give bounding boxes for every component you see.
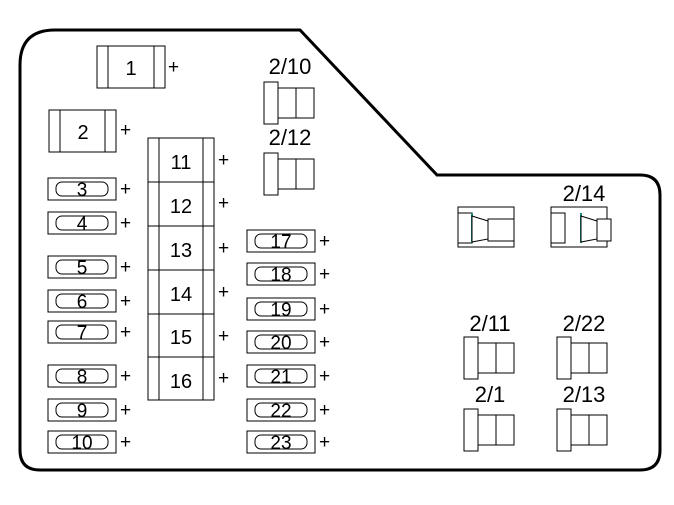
- plus-sign: +: [319, 299, 330, 320]
- fuse-block-11-16: [147, 137, 215, 401]
- large-fuse-2: 2 +: [48, 109, 131, 153]
- plus-sign: +: [319, 332, 330, 353]
- mini-fuse-9: 9 +: [47, 398, 131, 422]
- plus-sign: +: [319, 366, 330, 387]
- connector-2-14: [550, 206, 612, 248]
- mini-fuse-20: 20 +: [246, 330, 330, 354]
- relay-2-10-label: 2/10: [269, 54, 312, 79]
- relay-2-1-label: 2/1: [475, 382, 506, 407]
- plus-sign: +: [218, 326, 229, 347]
- mini-fuse-18-label: 18: [270, 265, 291, 286]
- plus-sign: +: [218, 282, 229, 303]
- plus-sign: +: [120, 213, 131, 234]
- relay-2-11-label: 2/11: [469, 311, 510, 336]
- mini-fuse-18: 18 +: [246, 262, 330, 286]
- plus-sign: +: [319, 264, 330, 285]
- fuse-box-outline: [18, 28, 662, 472]
- mini-fuse-19: 19 +: [246, 297, 330, 321]
- large-fuse-1-label: 1: [125, 58, 136, 80]
- block-fuse-16-label: 16: [170, 371, 192, 393]
- mini-fuse-23: 23 +: [246, 430, 330, 454]
- mini-fuse-5-label: 5: [77, 258, 88, 279]
- plus-sign: +: [120, 179, 131, 200]
- large-fuse-2-label: 2: [77, 122, 88, 144]
- plus-sign: +: [168, 57, 179, 78]
- plus-sign: +: [218, 150, 229, 171]
- relay-2-14-label: 2/14: [563, 181, 606, 206]
- mini-fuse-7-label: 7: [77, 323, 88, 344]
- plus-sign: +: [120, 257, 131, 278]
- mini-fuse-21-label: 21: [270, 367, 291, 388]
- mini-fuse-5: 5 +: [47, 255, 131, 279]
- mini-fuse-8: 8 +: [47, 364, 131, 388]
- relay-2-12: [263, 152, 315, 196]
- relay-2-13: [556, 408, 608, 452]
- block-fuse-12-label: 12: [170, 196, 192, 218]
- block-fuse-14-label: 14: [170, 284, 192, 306]
- block-fuse-13-label: 13: [170, 240, 192, 262]
- mini-fuse-22: 22 +: [246, 398, 330, 422]
- relay-2-1: [463, 408, 515, 452]
- relay-2-22: [556, 336, 608, 380]
- relay-2-10: [263, 81, 315, 125]
- relay-2-12-label: 2/12: [269, 125, 312, 150]
- large-fuse-1: 1 +: [96, 45, 179, 89]
- plus-sign: +: [218, 238, 229, 259]
- plus-sign: +: [319, 432, 330, 453]
- relay-2-13-label: 2/13: [563, 382, 606, 407]
- block-fuse-15-label: 15: [170, 327, 192, 349]
- connector-left: [457, 206, 515, 248]
- mini-fuse-10-label: 10: [71, 433, 92, 454]
- mini-fuse-7: 7 +: [47, 320, 131, 344]
- plus-sign: +: [319, 231, 330, 252]
- mini-fuse-23-label: 23: [270, 433, 291, 454]
- mini-fuse-21: 21 +: [246, 364, 330, 388]
- plus-sign: +: [120, 291, 131, 312]
- mini-fuse-9-label: 9: [77, 401, 88, 422]
- mini-fuse-4-label: 4: [77, 214, 88, 235]
- plus-sign: +: [218, 193, 229, 214]
- plus-sign: +: [120, 120, 131, 141]
- plus-sign: +: [120, 432, 131, 453]
- plus-sign: +: [218, 368, 229, 389]
- relay-2-11: [463, 336, 515, 380]
- mini-fuse-20-label: 20: [270, 333, 291, 354]
- relay-2-22-label: 2/22: [563, 311, 606, 336]
- mini-fuse-6: 6 +: [47, 289, 131, 313]
- block-fuse-11-label: 11: [171, 152, 192, 174]
- mini-fuse-17: 17 +: [246, 229, 330, 253]
- mini-fuse-6-label: 6: [77, 292, 88, 313]
- plus-sign: +: [319, 400, 330, 421]
- mini-fuse-4: 4 +: [47, 211, 131, 235]
- plus-sign: +: [120, 366, 131, 387]
- mini-fuse-19-label: 19: [270, 300, 291, 321]
- mini-fuse-10: 10 +: [47, 430, 131, 454]
- mini-fuse-17-label: 17: [270, 232, 291, 253]
- plus-sign: +: [120, 400, 131, 421]
- mini-fuse-8-label: 8: [77, 367, 88, 388]
- mini-fuse-3-label: 3: [77, 180, 88, 201]
- mini-fuse-3: 3 +: [47, 177, 131, 201]
- mini-fuse-22-label: 22: [270, 401, 291, 422]
- plus-sign: +: [120, 322, 131, 343]
